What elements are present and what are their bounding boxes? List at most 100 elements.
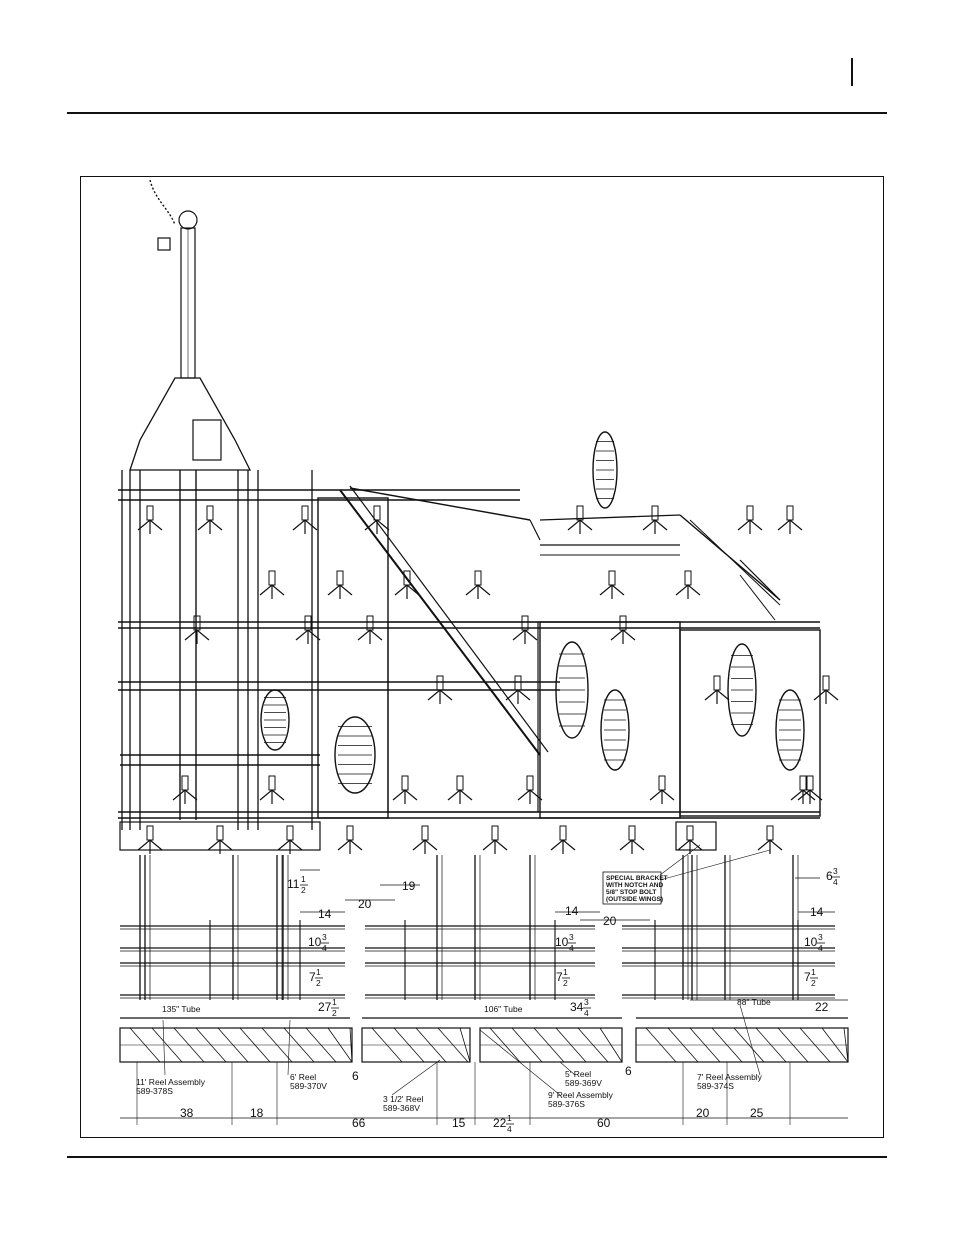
dim-34-3-4-num: 3 (584, 997, 589, 1007)
dim-bottom-22-1-4-den: 4 (507, 1124, 512, 1134)
dim-20-left: 20 (358, 897, 372, 911)
dim-10-3-4-center-num: 3 (569, 932, 574, 942)
gauge-wheel-left (334, 716, 376, 794)
gauge-wheel-inner (260, 689, 290, 751)
dim-bottom-66: 66 (352, 1116, 366, 1130)
dim-7-1-2-left-num: 1 (316, 967, 321, 977)
diagonal-brace (349, 485, 549, 753)
leader-line (739, 1004, 761, 1076)
inner-frame (387, 621, 539, 813)
upper-brace (349, 487, 531, 521)
dim-7-1-2-right-num: 1 (811, 967, 816, 977)
dim-27-1-2-den: 2 (332, 1008, 337, 1018)
reel-label-5: 7' Reel Assembly (697, 1072, 763, 1082)
sweep-shank (394, 570, 420, 599)
sweep-shank (599, 570, 625, 599)
jack-stand (157, 237, 171, 251)
sweep-shank (197, 505, 223, 534)
sweep-shank (137, 505, 163, 534)
sweep-shank (482, 825, 508, 854)
center-left-frame (317, 497, 389, 819)
dim-10-3-4-right-den: 4 (818, 943, 823, 953)
dim-34-3-4: 34 (570, 1000, 584, 1014)
reel-part-4: 589-369V (565, 1078, 602, 1088)
frame-line (739, 574, 776, 621)
leader-line (287, 1019, 291, 1076)
dim-10-3-4-left-num: 3 (322, 932, 327, 942)
dim-7-1-2-left-den: 2 (316, 978, 321, 988)
sweep-shank (737, 505, 763, 534)
dim-20-right: 20 (603, 914, 617, 928)
sweep-shank (295, 615, 321, 644)
reel-label-1: 6' Reel (290, 1072, 316, 1082)
dim-6-3-4: 6 (826, 869, 833, 883)
dim-7-1-2-right: 7 (804, 970, 811, 984)
reel-label-0: 11' Reel Assembly (136, 1077, 206, 1087)
sweep-shank (172, 775, 198, 804)
sweep-shank (392, 775, 418, 804)
header-rule (67, 112, 887, 114)
gauge-wheel-center (555, 641, 589, 739)
leader-line (162, 1019, 166, 1076)
gauge-wheel-center-2 (600, 689, 630, 771)
reel-label-2: 3 1/2' Reel (383, 1094, 423, 1104)
reel-part-3: 589-376S (548, 1099, 585, 1109)
sweep-shank (642, 505, 668, 534)
sweep-shank (797, 775, 823, 804)
dim-bottom-18: 18 (250, 1106, 264, 1120)
sweep-shank (465, 570, 491, 599)
sweep-shank (550, 825, 576, 854)
dim-7-1-2-center: 7 (556, 970, 563, 984)
leader-line (659, 844, 701, 876)
sweep-shank (137, 825, 163, 854)
dim-10-3-4-left-den: 4 (322, 943, 327, 953)
dim-14-center: 14 (565, 904, 579, 918)
footer-rule (67, 1156, 887, 1158)
dim-6-right: 6 (625, 1064, 632, 1078)
reel-label-4: 5' Reel (565, 1069, 591, 1079)
tube-label-106: 106" Tube (484, 1004, 523, 1014)
dim-7-1-2-left: 7 (309, 970, 316, 984)
dim-11-1-2: 11 (287, 877, 300, 891)
right-wing-frame (679, 629, 821, 817)
leader-line (559, 1061, 576, 1076)
reel-part-2: 589-368V (383, 1103, 420, 1113)
dim-6-3-4-num: 3 (833, 866, 838, 876)
dim-10-3-4-right: 10 (804, 935, 818, 949)
sweep-shank (259, 570, 285, 599)
dim-bottom-22-1-4-num: 1 (507, 1113, 512, 1123)
dim-34-3-4-den: 4 (584, 1008, 589, 1018)
sweep-shank (337, 825, 363, 854)
hitch-a-frame (129, 377, 252, 471)
dim-11-1-2-num: 1 (301, 874, 306, 884)
dim-bottom-15: 15 (452, 1116, 466, 1130)
gauge-wheel-right-2 (775, 689, 805, 771)
special-bracket-note-line-2: 5/8" STOP BOLT (606, 889, 656, 896)
hitch-clevis (178, 210, 198, 230)
center-right-frame (539, 621, 681, 819)
figure-frame (80, 176, 884, 1138)
sweep-shank (327, 570, 353, 599)
sweep-shank (259, 775, 285, 804)
sweep-shank (610, 615, 636, 644)
dim-10-3-4-left: 10 (308, 935, 322, 949)
tube-label-88: 88" Tube (737, 997, 771, 1007)
dim-10-3-4-center-den: 4 (569, 943, 574, 953)
dim-14-left: 14 (318, 907, 332, 921)
page-corner-mark (851, 58, 853, 86)
dim-27-1-2: 27 (318, 1000, 332, 1014)
sweep-shank (512, 615, 538, 644)
dim-11-1-2-den: 2 (301, 885, 306, 895)
transport-wheel (592, 431, 618, 509)
frame-line (739, 559, 781, 601)
sweep-shank (357, 615, 383, 644)
dim-6-left: 6 (352, 1069, 359, 1083)
sweep-shank (277, 825, 303, 854)
sweep-shank (649, 775, 675, 804)
sweep-shank (790, 775, 816, 804)
reel-part-0: 589-378S (136, 1086, 173, 1096)
dim-6-3-4-den: 4 (833, 877, 838, 887)
dim-14-right: 14 (810, 905, 824, 919)
leader-line (391, 1059, 441, 1096)
sweep-shank (447, 775, 473, 804)
